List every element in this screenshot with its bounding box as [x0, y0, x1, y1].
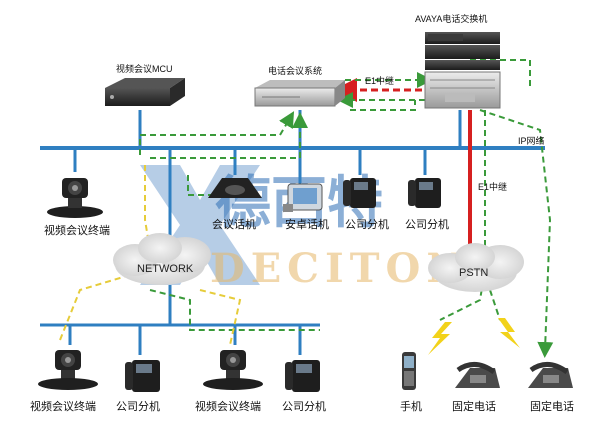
e1-trunk-vertical-label: E1中继 — [478, 181, 507, 192]
landline-2-label: 固定电话 — [530, 399, 574, 413]
pstn-cloud-icon — [428, 243, 524, 292]
landline-phone-icon — [528, 362, 573, 388]
ip-desk-phone-icon — [125, 360, 160, 392]
android-phone-label: 安卓话机 — [285, 217, 329, 231]
conference-phone-icon — [208, 178, 262, 198]
pstn-cloud-label: PSTN — [459, 267, 488, 279]
ip-desk-phone-icon — [285, 360, 320, 392]
landline-1-label: 固定电话 — [452, 399, 496, 413]
mobile-phone-label: 手机 — [400, 399, 422, 413]
video-terminal-bottom-2-label: 视频会议终端 — [195, 399, 261, 413]
video-terminal-bottom-1-label: 视频会议终端 — [30, 399, 96, 413]
ip-desk-phone-icon — [343, 178, 376, 208]
company-ext-2-label: 公司分机 — [405, 217, 449, 231]
avaya-switch-icon — [424, 32, 501, 109]
ip-desk-phone-icon — [408, 178, 441, 208]
landline-phone-icon — [455, 362, 500, 388]
android-phone-icon — [283, 183, 323, 212]
video-terminal-top-label: 视频会议终端 — [44, 223, 110, 237]
video-camera-icon — [47, 178, 103, 218]
avaya-switch-label: AVAYA电话交换机 — [415, 13, 487, 24]
lightning-icon — [498, 318, 520, 348]
mobile-phone-icon — [402, 352, 416, 390]
company-ext-bottom-1-label: 公司分机 — [116, 399, 160, 413]
company-ext-1-label: 公司分机 — [345, 217, 389, 231]
company-ext-bottom-2-label: 公司分机 — [282, 399, 326, 413]
video-camera-icon — [38, 350, 98, 390]
lightning-icon — [428, 322, 452, 355]
phone-conf-system-label: 电话会议系统 — [268, 65, 322, 76]
network-cloud-label: NETWORK — [137, 263, 194, 275]
e1-trunk — [333, 78, 472, 255]
conference-phone-label: 会议话机 — [212, 217, 256, 231]
network-cloud-icon — [113, 233, 211, 285]
ip-network-label: IP网络 — [518, 135, 545, 146]
video-camera-icon — [203, 350, 263, 390]
mcu-label: 视频会议MCU — [116, 63, 173, 74]
mcu-server-icon — [105, 78, 185, 106]
e1-trunk-top-label: E1中继 — [365, 75, 394, 86]
phone-conference-server-icon — [254, 80, 345, 107]
